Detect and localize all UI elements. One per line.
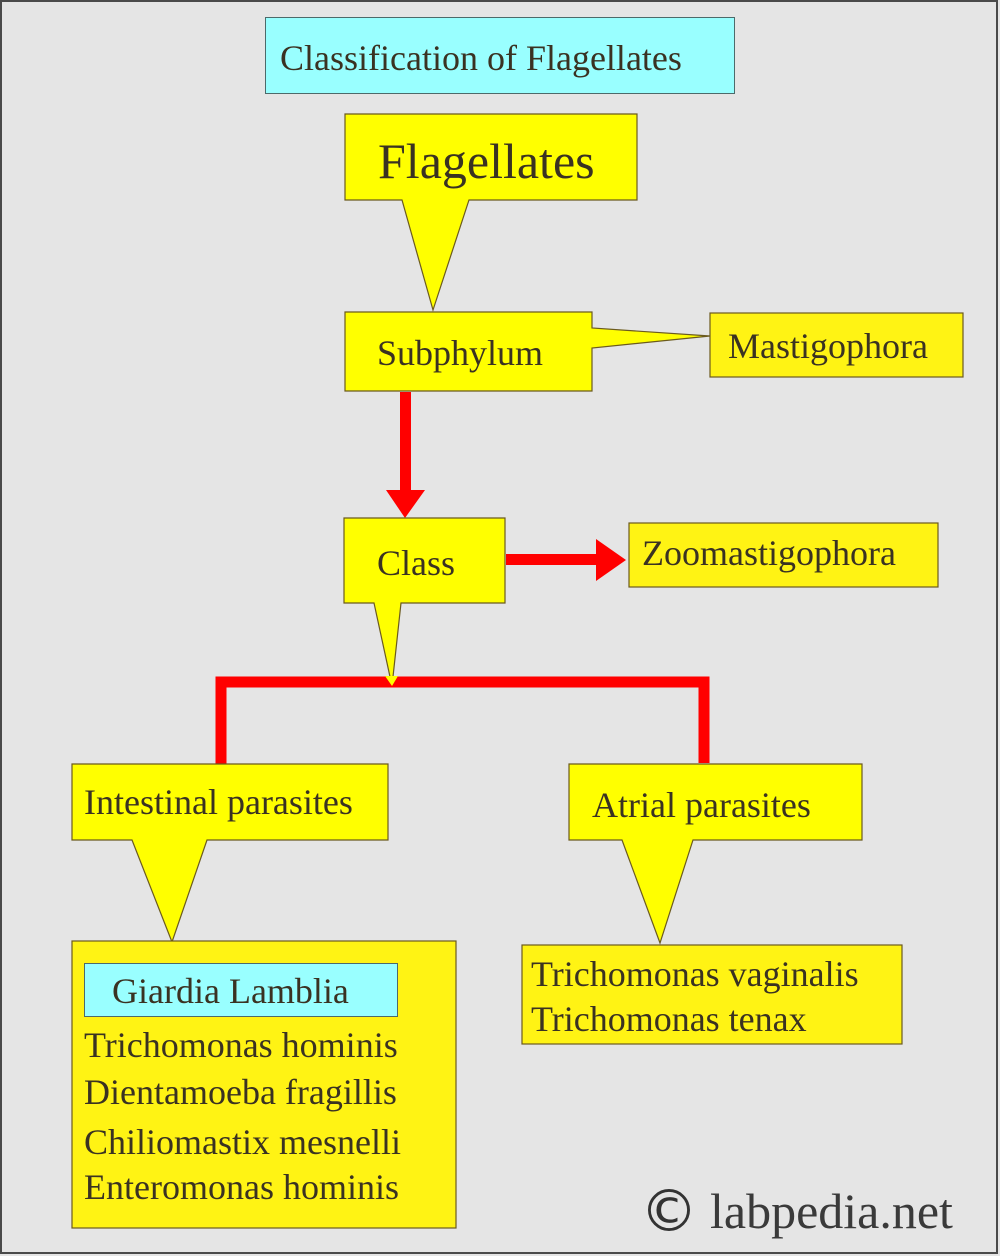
atrial-list-box: [521, 944, 903, 1045]
giardia-highlight-box: Giardia Lamblia: [84, 963, 398, 1017]
branch-connector: [215, 676, 710, 765]
zoomastigophora-box: [628, 522, 939, 588]
mastigophora-label: Mastigophora: [728, 326, 928, 366]
intestinal-item: Chiliomastix mesnelli: [84, 1122, 401, 1162]
title-box: Classification of Flagellates: [265, 17, 735, 94]
subphylum-callout: [344, 311, 711, 392]
intestinal-parasites-label: Intestinal parasites: [84, 782, 353, 822]
atrial-callout: [568, 763, 863, 945]
arrow-subphylum-to-class: [386, 392, 425, 518]
atrial-item: Trichomonas vaginalis: [531, 954, 859, 994]
diagram-title: Classification of Flagellates: [280, 38, 682, 78]
copyright-icon: ©: [640, 1177, 698, 1245]
giardia-lamblia-label: Giardia Lamblia: [112, 971, 349, 1011]
flagellates-label: Flagellates: [378, 133, 595, 189]
intestinal-callout: [71, 763, 389, 944]
arrow-class-to-zoomastigophora: [506, 539, 626, 581]
flagellates-callout: [344, 113, 638, 313]
intestinal-item: Trichomonas hominis: [84, 1025, 398, 1065]
atrial-item: Trichomonas tenax: [531, 999, 807, 1039]
subphylum-label: Subphylum: [377, 333, 544, 373]
class-callout: [343, 517, 506, 687]
zoomastigophora-label: Zoomastigophora: [642, 533, 896, 573]
mastigophora-box: [709, 312, 964, 378]
watermark-text: labpedia.net: [710, 1183, 953, 1239]
intestinal-item: Dientamoeba fragillis: [84, 1072, 397, 1112]
watermark: © labpedia.net: [640, 1182, 953, 1240]
atrial-parasites-label: Atrial parasites: [592, 785, 811, 825]
intestinal-item: Enteromonas hominis: [84, 1167, 399, 1207]
class-callout-tip: [385, 676, 398, 686]
class-label: Class: [377, 543, 456, 583]
